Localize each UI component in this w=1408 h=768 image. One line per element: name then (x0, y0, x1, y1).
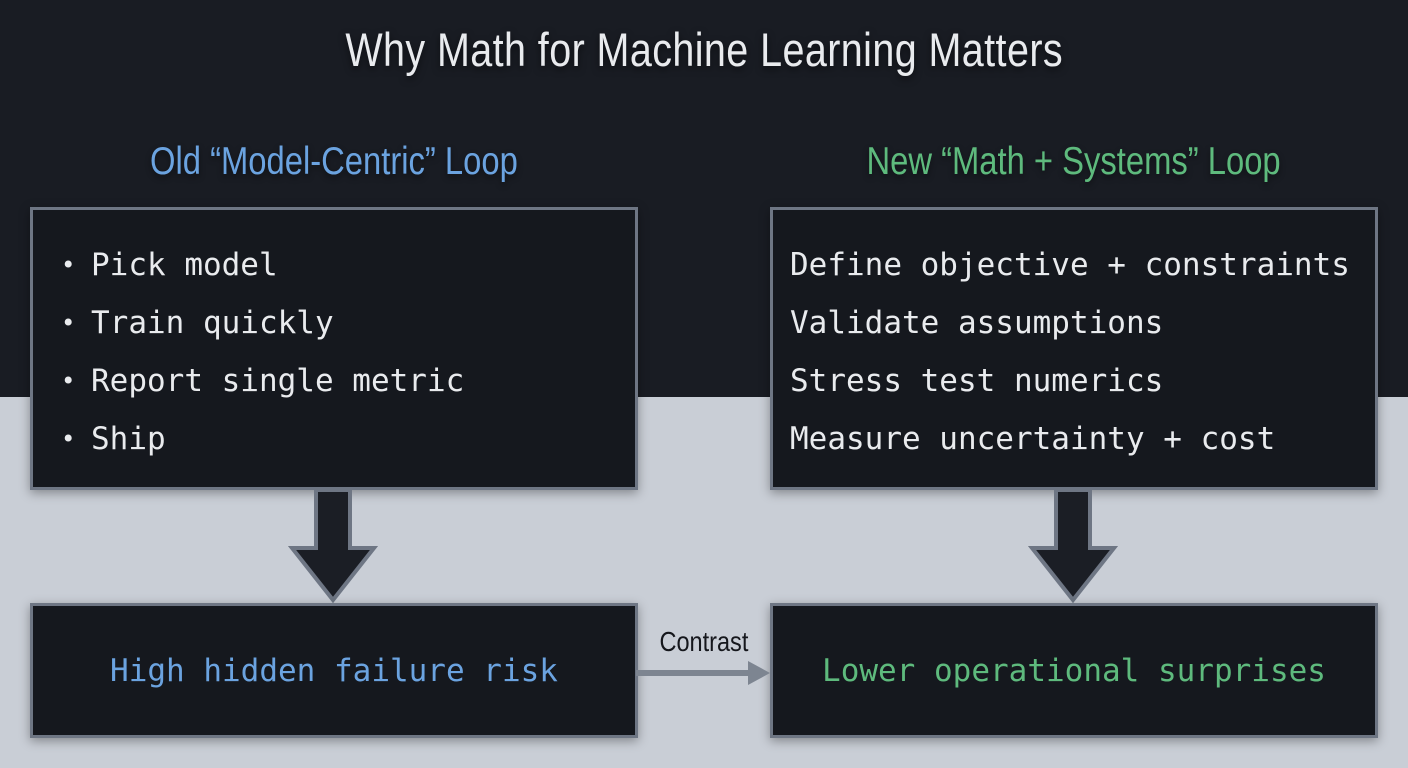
list-item-label: Pick model (91, 247, 278, 283)
old-loop-box: • Pick model • Train quickly • Report si… (30, 207, 638, 490)
old-loop-heading: Old “Model-Centric” Loop (30, 140, 638, 184)
list-item: Define objective + constraints (773, 236, 1375, 294)
list-item: Measure uncertainty + cost (773, 410, 1375, 468)
list-item-label: Stress test numerics (790, 363, 1164, 399)
list-item: Validate assumptions (773, 294, 1375, 352)
list-item-label: Define objective + constraints (790, 247, 1350, 283)
old-loop-result-label: High hidden failure risk (110, 652, 558, 689)
list-item: • Train quickly (33, 294, 635, 352)
contrast-label-text: Contrast (659, 626, 749, 657)
list-item: • Report single metric (33, 352, 635, 410)
list-item: • Pick model (33, 236, 635, 294)
list-item: • Ship (33, 410, 635, 468)
list-item-label: Measure uncertainty + cost (790, 421, 1276, 457)
contrast-label: Contrast (638, 626, 770, 658)
new-loop-box: Define objective + constraints Validate … (770, 207, 1378, 490)
down-arrow-icon (1028, 488, 1118, 604)
new-loop-result-label: Lower operational surprises (822, 652, 1326, 689)
bullet-icon: • (61, 425, 76, 453)
down-arrow-icon (288, 488, 378, 604)
new-loop-heading-text: New “Math + Systems” Loop (866, 140, 1282, 183)
list-item-label: Validate assumptions (790, 305, 1164, 341)
page-title: Why Math for Machine Learning Matters (345, 23, 1063, 76)
list-item: Stress test numerics (773, 352, 1375, 410)
bullet-icon: • (61, 309, 76, 337)
list-item-label: Train quickly (91, 305, 334, 341)
bullet-icon: • (61, 251, 76, 279)
old-loop-result-box: High hidden failure risk (30, 603, 638, 738)
new-loop-result-box: Lower operational surprises (770, 603, 1378, 738)
right-arrow-icon (636, 661, 770, 685)
old-loop-heading-text: Old “Model-Centric” Loop (150, 140, 518, 183)
list-item-label: Ship (91, 421, 166, 457)
title-bar: Why Math for Machine Learning Matters (0, 22, 1408, 77)
bullet-icon: • (61, 367, 76, 395)
new-loop-heading: New “Math + Systems” Loop (770, 140, 1378, 184)
list-item-label: Report single metric (91, 363, 465, 399)
